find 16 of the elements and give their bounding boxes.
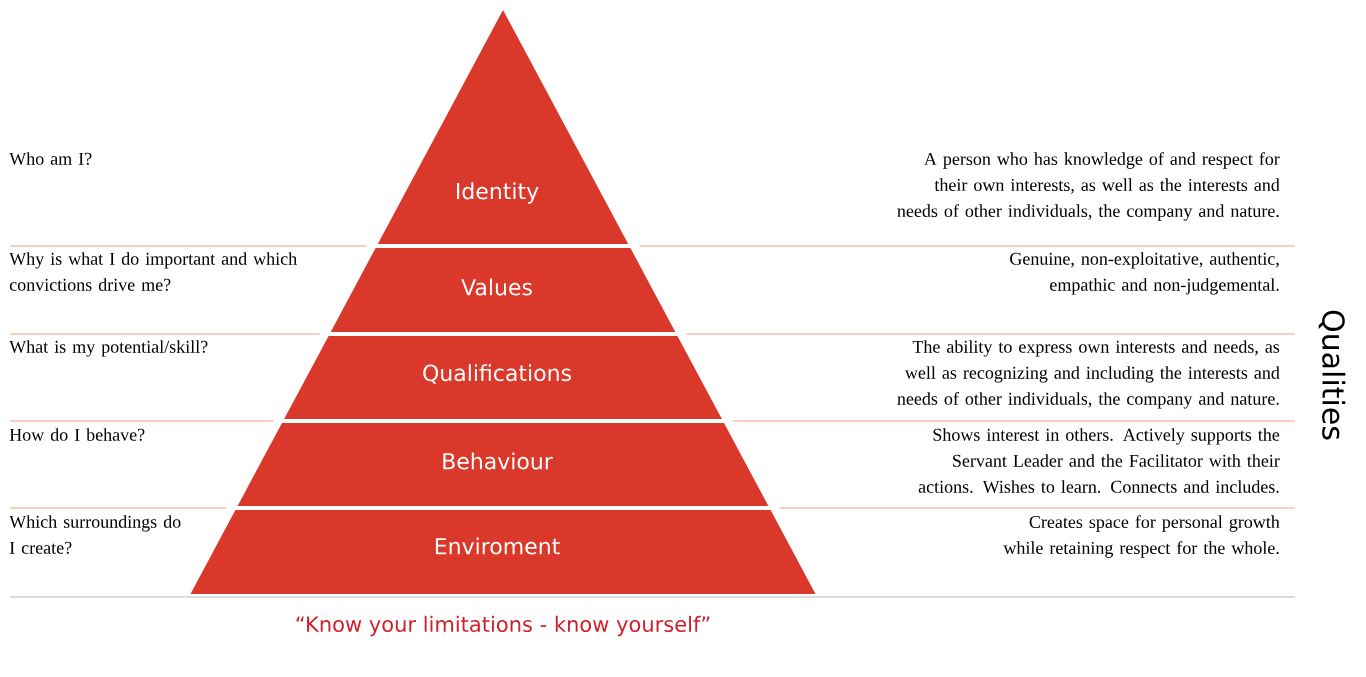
question-text: Why is what I do important and which convictions drive me?: [9, 252, 297, 291]
question-text: What is my potential/skill?: [9, 340, 208, 357]
description-text: A person who has knowledge of and respect for their own interests, as well as the interests and needs of other individuals, the company and nature.: [897, 152, 1280, 221]
pyramid-level: Qualifications: [284, 336, 722, 419]
description-text: Shows interest in others. Actively supports the Servant Leader and the Facilitator with their actions. Wishes to learn. Connects and includes.: [918, 428, 1280, 493]
pyramid-level: Values: [330, 248, 676, 332]
side-heading: Qualities: [1318, 310, 1346, 440]
question-text: Who am I?: [9, 152, 92, 165]
pyramid-level: Identity: [377, 10, 629, 244]
caption: “Know your limitations - know yourself”: [296, 615, 710, 637]
description-text: Creates space for personal growth while retaining respect for the whole.: [1003, 515, 1280, 558]
description-text: The ability to express own interests and needs, as well as recognizing and including the interests and needs of other individuals, the company and nature.: [897, 340, 1280, 409]
pyramid-level: Behaviour: [237, 423, 769, 506]
question-text: How do I behave?: [9, 428, 145, 441]
pyramid-level: Enviroment: [190, 510, 816, 594]
description-text: Genuine, non-exploitative, authentic, empathic and non-judgemental.: [1010, 252, 1279, 295]
